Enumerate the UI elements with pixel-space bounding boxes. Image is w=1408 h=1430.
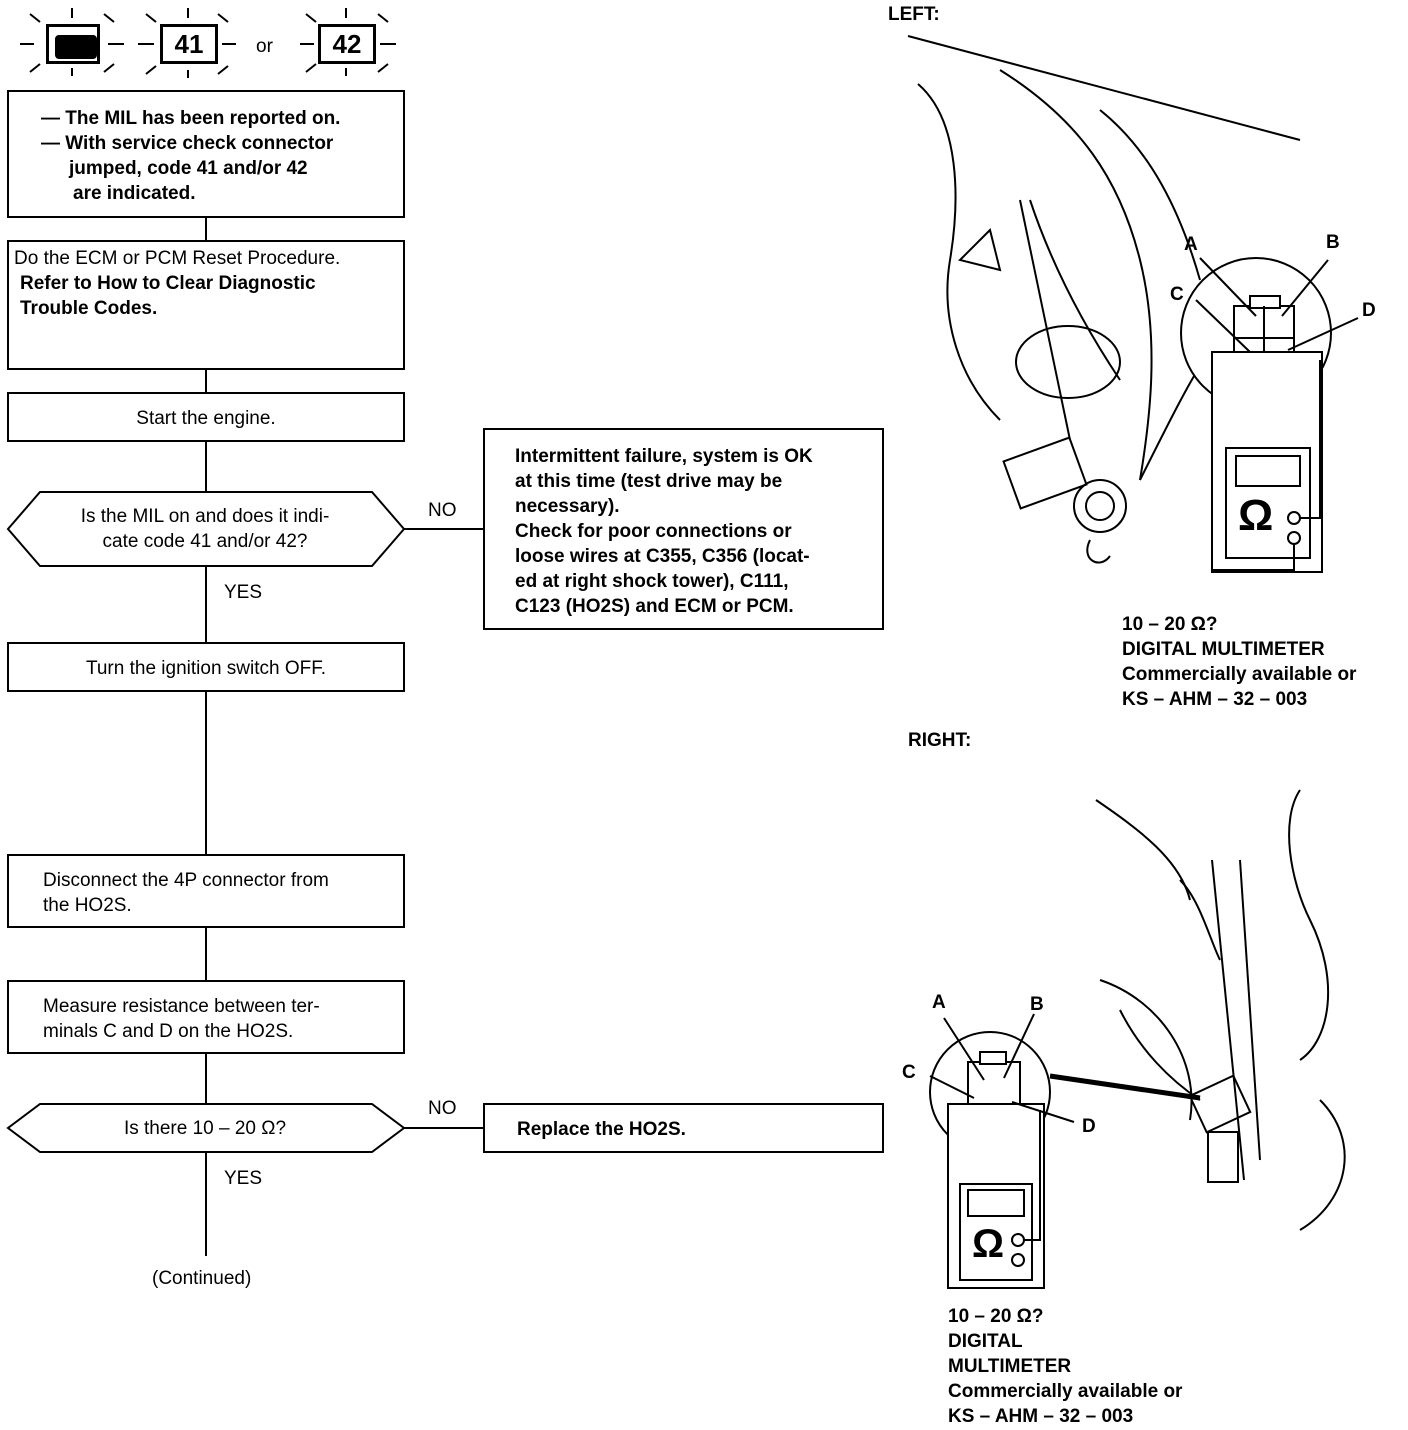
blink-rays xyxy=(20,8,396,78)
disconnect-line-1: Disconnect the 4P connector from xyxy=(43,870,329,891)
left-spec-line-1: 10 – 20 Ω? xyxy=(1122,614,1218,635)
right-terminal-b: B xyxy=(1030,994,1044,1015)
decision-resistance-no: NO xyxy=(428,1098,457,1119)
intermittent-line-6: ed at right shock tower), C111, xyxy=(515,571,789,592)
symptom-box: — The MIL has been reported on. — With s… xyxy=(7,90,405,218)
right-meter-spec: 10 – 20 Ω? DIGITAL MULTIMETER Commercial… xyxy=(948,1304,1182,1429)
reset-line-3: Trouble Codes. xyxy=(20,298,158,319)
disconnect-connector-box: Disconnect the 4P connector from the HO2… xyxy=(7,854,405,928)
right-view-title: RIGHT: xyxy=(908,730,972,751)
symptom-line-3: jumped, code 41 and/or 42 xyxy=(69,158,308,179)
decision-mil-line-2: cate code 41 and/or 42? xyxy=(102,531,308,552)
right-terminal-c: C xyxy=(902,1062,916,1083)
decision-mil-shape xyxy=(6,491,406,567)
code-41-box: 41 xyxy=(160,24,218,64)
left-meter-spec: 10 – 20 Ω? DIGITAL MULTIMETER Commercial… xyxy=(1122,612,1356,712)
intermittent-failure-box: Intermittent failure, system is OK at th… xyxy=(483,428,884,630)
measure-line-1: Measure resistance between ter- xyxy=(43,996,320,1017)
replace-ho2s-box: Replace the HO2S. xyxy=(483,1103,884,1153)
right-engine-illustration xyxy=(929,789,1346,1289)
disconnect-line-2: the HO2S. xyxy=(43,895,132,916)
decision-mil-yes: YES xyxy=(224,582,263,603)
right-spec-line-3: MULTIMETER xyxy=(948,1356,1072,1377)
flow-lines xyxy=(205,216,484,1256)
intermittent-line-2: at this time (test drive may be xyxy=(515,471,783,492)
left-terminal-d: D xyxy=(1362,300,1376,321)
left-engine-illustration xyxy=(907,35,1359,573)
intermittent-line-1: Intermittent failure, system is OK xyxy=(515,446,813,467)
right-spec-line-1: 10 – 20 Ω? xyxy=(948,1306,1044,1327)
right-terminal-d: D xyxy=(1082,1116,1096,1137)
left-terminal-a: A xyxy=(1184,234,1198,255)
check-engine-icon xyxy=(46,24,100,64)
continued-label: (Continued) xyxy=(152,1268,252,1289)
left-spec-line-3: Commercially available or xyxy=(1122,664,1357,685)
decision-mil-line-1: Is the MIL on and does it indi- xyxy=(80,506,330,527)
measure-resistance-box: Measure resistance between ter- minals C… xyxy=(7,980,405,1054)
start-engine-box: Start the engine. xyxy=(7,392,405,442)
right-terminal-a: A xyxy=(932,992,946,1013)
decision-mil-text: Is the MIL on and does it indi- cate cod… xyxy=(30,504,380,554)
decision-resistance-shape xyxy=(6,1103,406,1153)
engine-shape xyxy=(55,35,97,59)
code-42-box: 42 xyxy=(318,24,376,64)
symptom-line-2: — With service check connector xyxy=(41,133,334,154)
right-spec-line-2: DIGITAL xyxy=(948,1331,1023,1352)
left-terminal-c: C xyxy=(1170,284,1184,305)
left-spec-line-2: DIGITAL MULTIMETER xyxy=(1122,639,1325,660)
left-terminal-b: B xyxy=(1326,232,1340,253)
symptom-line-1: — The MIL has been reported on. xyxy=(41,108,341,129)
intermittent-line-7: C123 (HO2S) and ECM or PCM. xyxy=(515,596,794,617)
decision-mil-no: NO xyxy=(428,500,457,521)
right-spec-line-4: Commercially available or xyxy=(948,1381,1183,1402)
reset-line-1: Do the ECM or PCM Reset Procedure. xyxy=(14,248,341,269)
right-ohm-icon: Ω xyxy=(972,1222,1005,1266)
measure-line-2: minals C and D on the HO2S. xyxy=(43,1021,294,1042)
left-spec-line-4: KS – AHM – 32 – 003 xyxy=(1122,689,1308,710)
decision-resistance-text: Is there 10 – 20 Ω? xyxy=(123,1118,287,1139)
symptom-line-4: are indicated. xyxy=(73,183,196,204)
ignition-off-box: Turn the ignition switch OFF. xyxy=(7,642,405,692)
right-spec-line-5: KS – AHM – 32 – 003 xyxy=(948,1406,1134,1427)
intermittent-line-4: Check for poor connections or xyxy=(515,521,792,542)
decision-resistance-yes: YES xyxy=(224,1168,263,1189)
or-label: or xyxy=(256,36,273,57)
left-ohm-icon: Ω xyxy=(1238,491,1274,540)
reset-line-2: Refer to How to Clear Diagnostic xyxy=(20,273,316,294)
intermittent-line-5: loose wires at C355, C356 (locat- xyxy=(515,546,810,567)
left-view-title: LEFT: xyxy=(888,4,940,25)
intermittent-line-3: necessary). xyxy=(515,496,620,517)
reset-procedure-box: Do the ECM or PCM Reset Procedure. Refer… xyxy=(7,240,405,370)
